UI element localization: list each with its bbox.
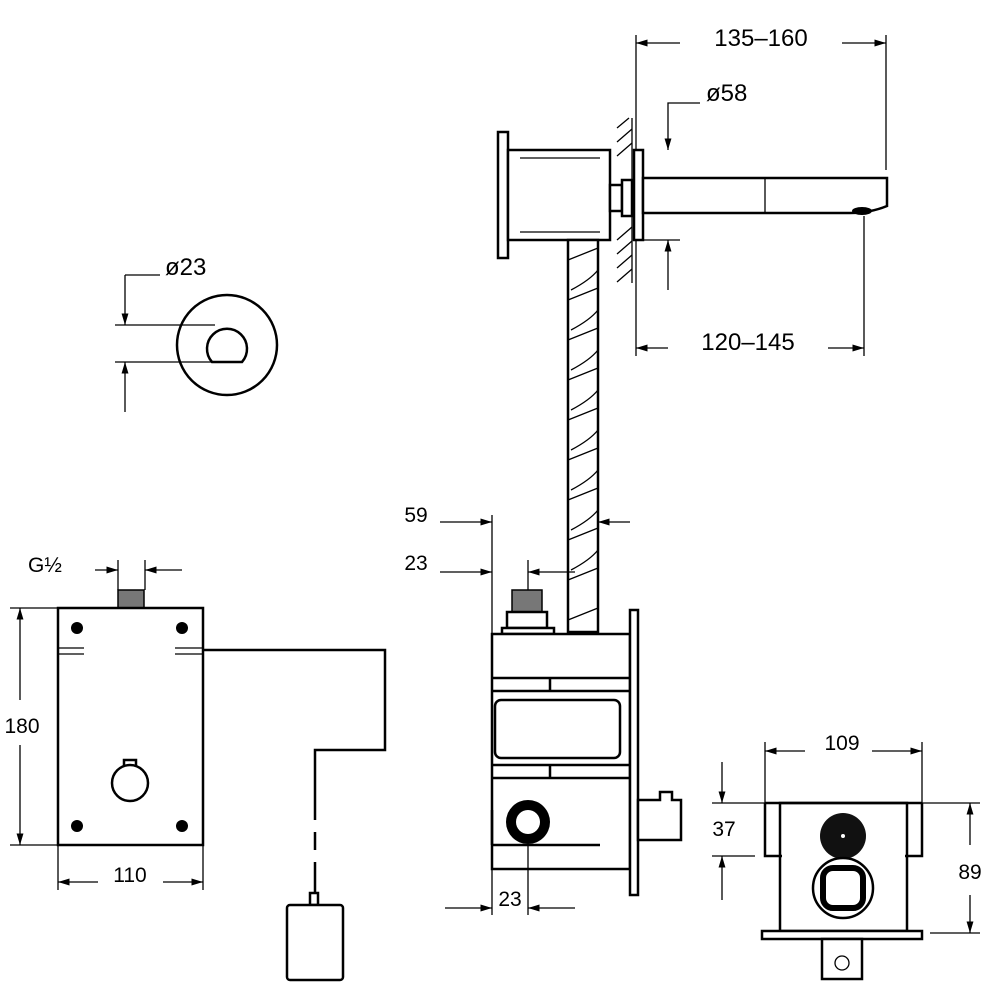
knob [110, 763, 150, 803]
spout-assembly [496, 117, 889, 634]
dim-label: G½ [28, 554, 62, 577]
control-box-front [56, 589, 387, 982]
battery-box [285, 903, 345, 982]
dim-box-height: 180 [4, 607, 58, 846]
flexible-hose [566, 238, 600, 634]
dim-label: 23 [404, 552, 427, 575]
dim-label: 180 [4, 715, 39, 738]
dim-body-width: 109 [764, 732, 923, 803]
dim-spout-projection: 135–160 [635, 25, 887, 170]
dim-label: 37 [712, 818, 735, 841]
dim-body-37: 37 [712, 762, 765, 900]
back-plate [496, 130, 510, 260]
dim-label: 89 [958, 861, 981, 884]
dim-label: 120–145 [701, 329, 794, 356]
valve-box-front [760, 801, 924, 981]
dim-label: ø58 [706, 80, 747, 107]
mounting-plate [628, 608, 640, 897]
dim-label: 110 [113, 864, 146, 887]
dim-spout-length: 120–145 [635, 216, 865, 356]
dim-body-height: 89 [922, 802, 982, 934]
dim-label: 135–160 [714, 25, 807, 52]
dim-flange-diameter: ø58 [643, 80, 747, 290]
dim-offsets: 59 23 23 [404, 504, 630, 915]
dim-label: 109 [824, 732, 859, 755]
valve-box-side [490, 589, 683, 897]
dim-label: ø23 [165, 254, 206, 281]
flange [632, 148, 645, 242]
dim-label: 23 [498, 888, 521, 911]
valve-body [506, 148, 612, 242]
sensor-front-view: ø23 [115, 254, 279, 412]
dim-thread: G½ [28, 554, 182, 590]
dim-box-width: 110 [57, 845, 204, 890]
dim-label: 59 [404, 504, 427, 527]
